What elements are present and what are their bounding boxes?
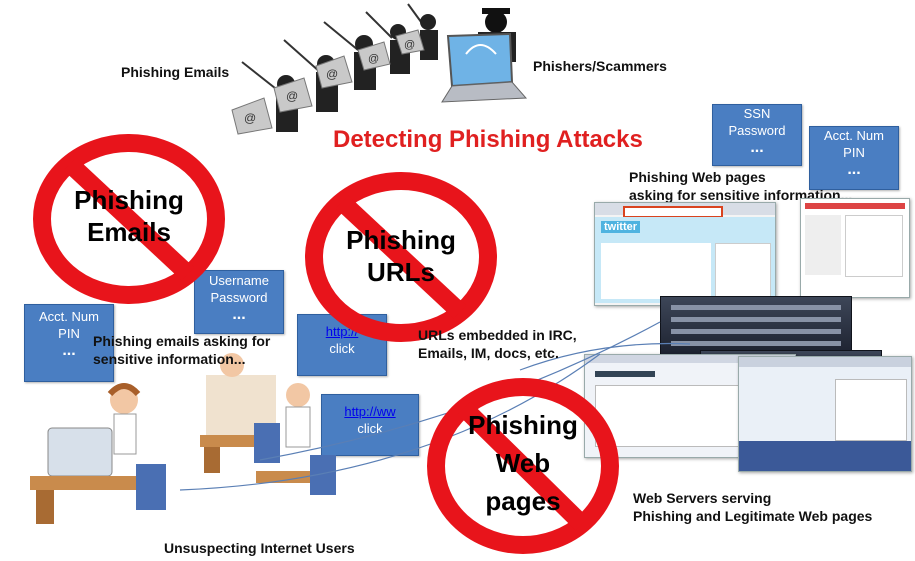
acct-num-note-top: Acct. Num PIN ... [809, 126, 899, 190]
user-at-desk-illustration [200, 353, 280, 473]
urls-embedded-label: URLs embedded in IRC, Emails, IM, docs, … [418, 326, 577, 362]
prohibition-icon [305, 172, 497, 342]
label-line: Phishing Web pages [629, 169, 766, 185]
prohibition-icon [427, 378, 619, 554]
login-form-page-thumbnail [800, 198, 910, 298]
phishers-illustration: @ @ @ @ @ [231, 3, 438, 135]
svg-text:@: @ [326, 67, 338, 81]
username-password-note: Username Password ... [194, 270, 284, 334]
twitter-logo: twitter [601, 221, 640, 233]
note-line: Acct. Num [824, 128, 884, 143]
note-line: click [329, 341, 355, 356]
note-line: PIN [843, 145, 865, 160]
twitter-phishing-page-thumbnail: twitter [594, 202, 776, 306]
label-line: URLs embedded in IRC, [418, 327, 577, 343]
laptop-hacker-illustration [441, 8, 528, 103]
phishing-url-link[interactable]: http://ww [344, 404, 396, 419]
label-line: Phishing emails asking for [93, 333, 271, 349]
ban-text-line: Phishing [74, 185, 184, 215]
note-line: Acct. Num [39, 309, 99, 324]
ssn-note: SSN Password ... [712, 104, 802, 166]
phishing-emails-label: Phishing Emails [121, 64, 230, 80]
label-line: sensitive information... [93, 351, 246, 367]
phishing-emails-ban-sign: Phishing Emails [32, 134, 226, 304]
note-line: PIN [58, 326, 80, 341]
note-line: ... [847, 161, 861, 178]
user-at-desk-illustration [30, 383, 166, 524]
svg-text:@: @ [368, 53, 379, 65]
web-server-rack [660, 296, 852, 356]
note-line: Password [728, 123, 786, 138]
label-line: Emails, IM, docs, etc. [418, 345, 559, 361]
phishing-web-pages-ban-sign: Phishing Web pages [426, 378, 620, 554]
svg-text:@: @ [244, 111, 256, 125]
label-line: Web Servers serving [633, 490, 772, 506]
note-line: SSN [743, 106, 771, 121]
unsuspecting-users-label: Unsuspecting Internet Users [164, 540, 355, 556]
ban-text-line: URLs [367, 257, 435, 287]
ban-text-line: Phishing [346, 225, 456, 255]
svg-text:@: @ [404, 39, 415, 51]
url-link-note: http://ww click [321, 394, 419, 456]
web-servers-label: Web Servers serving Phishing and Legitim… [633, 489, 872, 525]
phishing-emails-asking-label: Phishing emails asking for sensitive inf… [93, 332, 270, 368]
note-line: ... [750, 139, 764, 156]
phishers-label: Phishers/Scammers [533, 58, 667, 74]
facebook-page-thumbnail [738, 356, 912, 472]
acct-num-note-left: Acct. Num PIN ... [24, 304, 114, 382]
note-line: ... [62, 342, 76, 359]
note-line: ... [232, 306, 246, 323]
label-line: Phishing and Legitimate Web pages [633, 508, 873, 524]
note-line: click [357, 421, 383, 436]
label-line: asking for sensitive information... [629, 187, 853, 203]
ban-text-line: Phishing [468, 410, 578, 440]
phishing-urls-ban-sign: Phishing URLs [304, 172, 498, 342]
prohibition-icon [33, 134, 225, 304]
diagram-title: Detecting Phishing Attacks [333, 126, 643, 153]
phisher-figure: @ [395, 3, 438, 60]
ban-text-line: Emails [87, 217, 171, 247]
phishing-web-pages-label: Phishing Web pages asking for sensitive … [629, 168, 852, 204]
ban-text-line: pages [485, 486, 561, 516]
svg-text:@: @ [286, 89, 298, 103]
ban-text-line: Web [495, 448, 551, 478]
note-line: Username [209, 273, 269, 288]
note-line: Password [210, 290, 268, 305]
